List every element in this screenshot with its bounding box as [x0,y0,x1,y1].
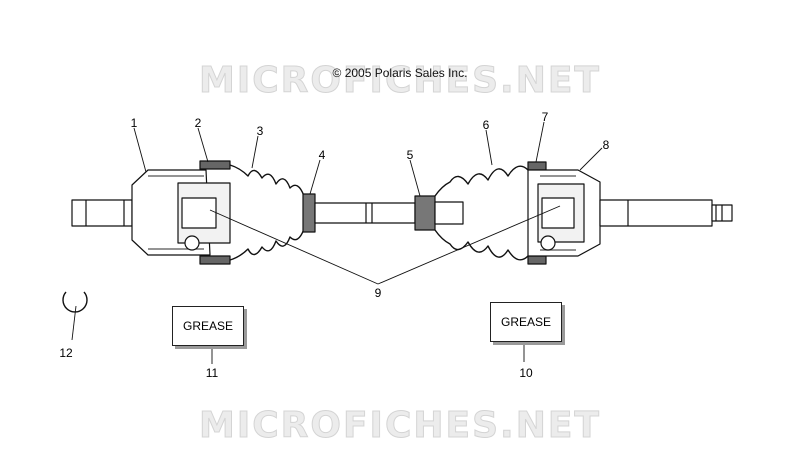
callout-3: 3 [256,124,264,138]
callout-10: 10 [519,366,533,380]
callout-8: 8 [602,138,610,152]
callout-6: 6 [482,118,490,132]
watermark-bottom: MICROFICHES.NET [199,405,601,447]
callout-11: 11 [205,366,219,380]
leader-lines [71,121,603,364]
watermark-top: MICROFICHES.NET [199,60,601,102]
right-clamp-small [414,195,436,231]
grease-label-right: GREASE [490,302,562,342]
main-bar-shaft [314,202,416,224]
callout-1: 1 [130,116,138,130]
left-boot [229,164,313,261]
callout-7: 7 [541,110,549,124]
callout-2: 2 [194,116,202,130]
callout-4: 4 [318,148,326,162]
callout-12: 12 [59,346,73,360]
left-clamp-large [199,160,231,170]
right-clamp-large [527,161,547,171]
circlip [62,291,88,313]
right-stub-shaft [599,199,713,227]
right-boot [434,165,529,261]
grease-label-left: GREASE [172,306,244,346]
copyright-text: © 2005 Polaris Sales Inc. [332,66,468,80]
left-stub-shaft [71,199,133,227]
left-clamp-small [302,193,316,233]
callout-5: 5 [406,148,414,162]
callout-9: 9 [374,286,382,300]
